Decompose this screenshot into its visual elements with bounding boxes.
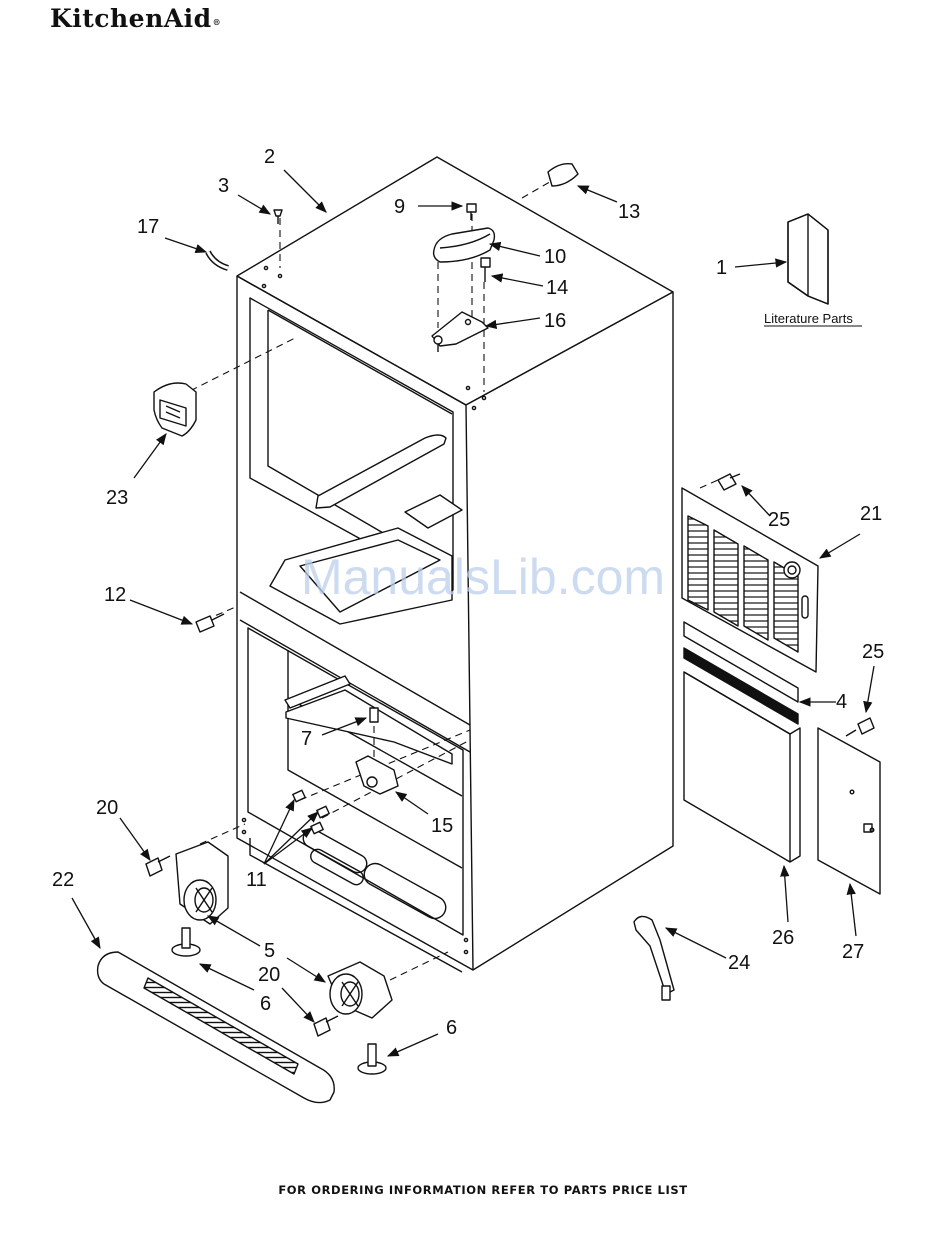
literature-parts-label: Literature Parts bbox=[764, 311, 853, 326]
callout-24: 24 bbox=[728, 952, 750, 974]
callout-14: 14 bbox=[546, 277, 568, 299]
callout-26: 26 bbox=[772, 927, 794, 949]
callout-12: 12 bbox=[104, 584, 126, 606]
callout-22: 22 bbox=[52, 869, 74, 891]
callout-11: 11 bbox=[246, 869, 267, 891]
refrigerator-cabinet bbox=[237, 157, 673, 972]
callout-9: 9 bbox=[394, 196, 405, 218]
callout-17: 17 bbox=[137, 216, 159, 238]
callout-20-left: 20 bbox=[96, 797, 118, 819]
callout-6-left: 6 bbox=[260, 993, 271, 1015]
callout-1: 1 bbox=[716, 257, 727, 279]
callout-25-right: 25 bbox=[862, 641, 884, 663]
callout-10: 10 bbox=[544, 246, 566, 268]
callout-3: 3 bbox=[218, 175, 229, 197]
callout-5: 5 bbox=[264, 940, 275, 962]
callout-16: 16 bbox=[544, 310, 566, 332]
footer-note: FOR ORDERING INFORMATION REFER TO PARTS … bbox=[0, 1183, 950, 1197]
callout-23: 23 bbox=[106, 487, 128, 509]
callout-25-top: 25 bbox=[768, 509, 790, 531]
callout-21: 21 bbox=[860, 503, 882, 525]
callout-13: 13 bbox=[618, 201, 640, 223]
callout-4: 4 bbox=[836, 691, 847, 713]
callout-27: 27 bbox=[842, 941, 864, 963]
callout-7: 7 bbox=[301, 728, 312, 750]
callout-15: 15 bbox=[431, 815, 453, 837]
callout-2: 2 bbox=[264, 146, 275, 168]
callout-6-right: 6 bbox=[446, 1017, 457, 1039]
callout-20-right: 20 bbox=[258, 964, 280, 986]
